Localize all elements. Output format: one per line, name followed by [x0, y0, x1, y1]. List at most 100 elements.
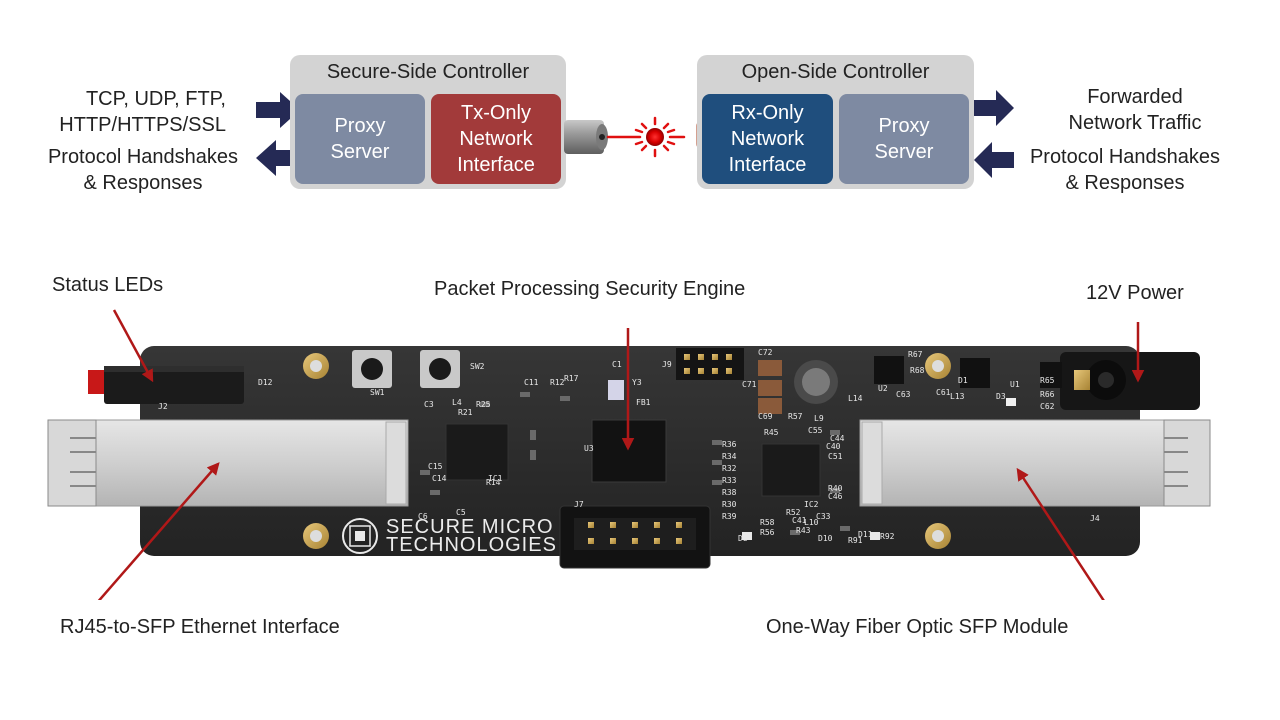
silkscreen-label: D10: [818, 534, 833, 543]
silkscreen-label: C44: [830, 434, 845, 443]
sfp-arrow-icon: [1016, 467, 1105, 600]
optical-link: [564, 116, 709, 158]
silkscreen-label: R45: [764, 428, 779, 437]
left-handshakes-label: Protocol Handshakes & Responses: [47, 146, 239, 194]
logo-line-1: SECURE MICRO: [386, 516, 554, 538]
silkscreen-label: R43: [796, 526, 811, 535]
silkscreen-label: L10: [804, 518, 819, 527]
smd-parts: [420, 392, 850, 535]
silkscreen-label: R14: [486, 478, 501, 487]
silkscreen-label: D12: [258, 378, 273, 387]
silkscreen-label: SW2: [470, 362, 485, 371]
silkscreen-label: R92: [880, 532, 895, 541]
silkscreen-label: J9: [662, 360, 672, 369]
silkscreen-label: C14: [432, 474, 447, 483]
silkscreen-label: IC2: [804, 500, 819, 509]
silkscreen-label: R39: [722, 512, 737, 521]
silkscreen-label: R57: [788, 412, 803, 421]
silkscreen-label: R65: [1040, 376, 1055, 385]
rj45-sfp-cage: [47, 419, 409, 507]
inbound-arrow-icon: [256, 92, 300, 128]
silkscreen-label: C55: [808, 426, 823, 435]
open-controller-title: Open-Side Controller: [741, 61, 930, 83]
right-arrows: [974, 90, 1014, 178]
silkscreen-label: D8: [738, 534, 748, 543]
silkscreen-label: J4: [1090, 514, 1100, 523]
silkscreen-label: D3: [996, 392, 1006, 401]
silkscreen-label: FB1: [636, 398, 651, 407]
forward-arrow-icon: [974, 90, 1014, 126]
silkscreen-label: C51: [828, 452, 843, 461]
silkscreen-label: L14: [848, 394, 863, 403]
silkscreen-label: J7: [574, 500, 584, 509]
tactile-switches: [352, 350, 460, 388]
silkscreen-label: R52: [786, 508, 801, 517]
silkscreen-label: R40: [828, 484, 843, 493]
logo-line-2: TECHNOLOGIES: [386, 534, 557, 556]
logo-text: SECURE MICRO TECHNOLOGIES: [386, 516, 557, 556]
silkscreen-label: R91: [848, 536, 863, 545]
open-proxy-server: Proxy Server: [839, 94, 969, 184]
silkscreen-label: C15: [428, 462, 443, 471]
return-arrow-icon: [974, 142, 1014, 178]
tx-only-interface: Tx-Only Network Interface: [431, 94, 561, 184]
silkscreen-label: R21: [458, 408, 473, 417]
silkscreen-label: R68: [910, 366, 925, 375]
silkscreen-label: C46: [828, 492, 843, 501]
right-forwarded-label: Forwarded Network Traffic: [1068, 86, 1202, 134]
silkscreen-label: R30: [722, 500, 737, 509]
silkscreen-label: SW1: [370, 388, 385, 397]
silkscreen-label: R66: [1040, 390, 1055, 399]
left-protocols-label: TCP, UDP, FTP, HTTP/HTTPS/SSL: [59, 88, 226, 136]
silkscreen-label: C1: [612, 360, 622, 369]
laser-emitter-icon: [564, 120, 608, 154]
silkscreen-label: C71: [742, 380, 757, 389]
silkscreen-label: IC1: [488, 474, 503, 483]
mounting-holes: [303, 353, 951, 549]
silkscreen-label: R12: [550, 378, 565, 387]
silkscreen-label: C40: [826, 442, 841, 451]
silkscreen-label: R33: [722, 476, 737, 485]
silkscreen-label: D1: [958, 376, 968, 385]
silkscreen-label: R32: [722, 464, 737, 473]
outbound-arrow-icon: [256, 140, 300, 176]
rx-only-interface: Rx-Only Network Interface: [702, 94, 833, 184]
ic-chips: [445, 380, 821, 497]
silkscreen-label: R25: [476, 400, 491, 409]
callout-security-engine: Packet Processing Security Engine: [434, 278, 746, 300]
power-components: [758, 356, 1062, 414]
silkscreen-label: R36: [722, 440, 737, 449]
pin-header-j9: [676, 348, 744, 380]
status-leds-on-board: [742, 398, 1016, 540]
silkscreen-label: U1: [1010, 380, 1020, 389]
silkscreen-label: C62: [1040, 402, 1055, 411]
silkscreen-label: R67: [908, 350, 923, 359]
silkscreen-label: C69: [758, 412, 773, 421]
silkscreen-label: C6: [418, 512, 428, 521]
callout-status-leds: Status LEDs: [52, 274, 164, 296]
silkscreen-label: C41: [792, 516, 807, 525]
silkscreen-label: R38: [722, 488, 737, 497]
secure-proxy-server: Proxy Server: [295, 94, 425, 184]
laser-burst-icon: [606, 116, 686, 158]
secure-side-controller: Secure-Side Controller Proxy Server Tx-O…: [290, 55, 566, 189]
silkscreen-label: Y3: [632, 378, 642, 387]
silkscreen-label: C63: [896, 390, 911, 399]
box-header-j7: [559, 505, 711, 569]
silkscreen-label: U3: [584, 444, 594, 453]
silkscreen-label: C33: [816, 512, 831, 521]
silkscreen-label: R34: [722, 452, 737, 461]
right-handshakes-label: Protocol Handshakes & Responses: [1029, 146, 1221, 194]
silkscreen-label: C61: [936, 388, 951, 397]
callout-rj45: RJ45-to-SFP Ethernet Interface: [60, 616, 340, 638]
silkscreen-label: R56: [760, 528, 775, 537]
callout-sfp: One-Way Fiber Optic SFP Module: [766, 616, 1069, 638]
silkscreen-label: C11: [524, 378, 539, 387]
silkscreen-label: J2: [158, 402, 168, 411]
open-side-controller: Open-Side Controller Rx-Only Network Int…: [697, 55, 974, 189]
callout-arrows: [97, 309, 1145, 600]
silkscreen-label: D11: [858, 530, 873, 539]
sfp-cage: [859, 419, 1211, 507]
silkscreen-label: L13: [950, 392, 965, 401]
silkscreen-label: L9: [814, 414, 824, 423]
